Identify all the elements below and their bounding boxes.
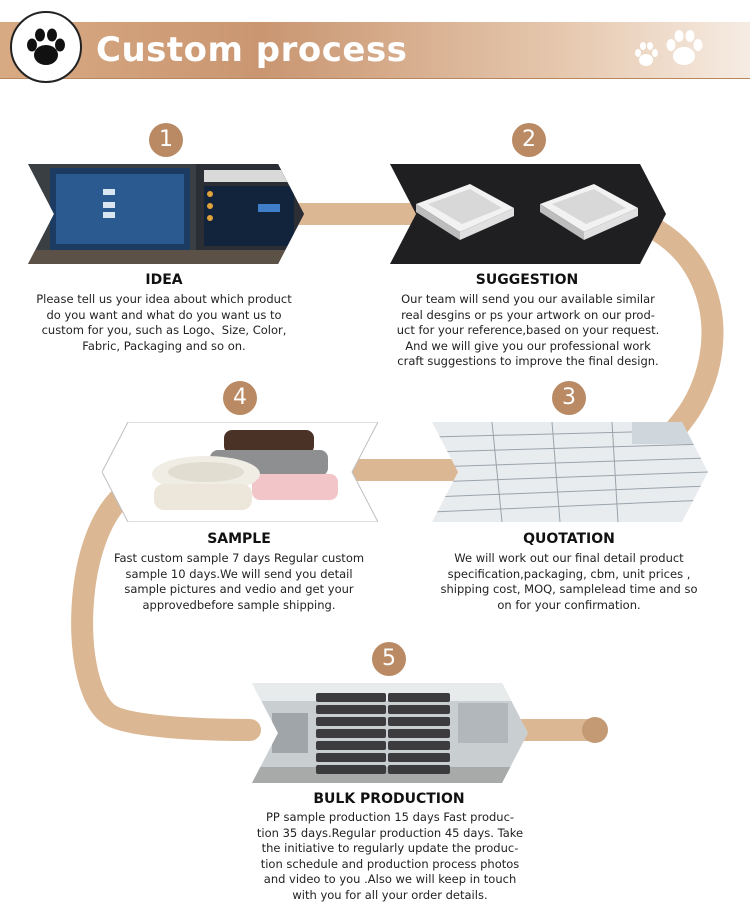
step-2-badge: 2 (512, 123, 546, 157)
step-5-badge: 5 (372, 642, 406, 676)
step-3-title: QUOTATION (523, 531, 615, 547)
step-1-description: Please tell us your idea about which pro… (36, 292, 292, 353)
paw-icon (27, 28, 65, 65)
page-title: Custom process (96, 30, 408, 70)
step-4-title: SAMPLE (207, 531, 271, 547)
step-3-badge: 3 (552, 381, 586, 415)
step-5-title: BULK PRODUCTION (313, 791, 465, 807)
step-5-image (252, 683, 528, 783)
step-2-title: SUGGESTION (475, 272, 579, 288)
step-2-description: Our team will send you our available sim… (396, 292, 660, 368)
step-4-badge: 4 (223, 381, 257, 415)
step-5-description: PP sample production 15 days Fast produc… (256, 810, 524, 902)
step-2-image (390, 164, 666, 264)
step-3-description: We will work out our final detail produc… (440, 551, 698, 612)
step-1-title: IDEA (145, 272, 183, 288)
step-4-description: Fast custom sample 7 days Regular custom… (113, 551, 365, 612)
header-banner (0, 22, 750, 79)
logo (10, 11, 82, 83)
paw-prints-icon (635, 30, 703, 66)
step-1-image (28, 164, 304, 264)
step-4-image (102, 422, 378, 522)
step-3-image (432, 422, 708, 522)
step-1-badge: 1 (149, 123, 183, 157)
